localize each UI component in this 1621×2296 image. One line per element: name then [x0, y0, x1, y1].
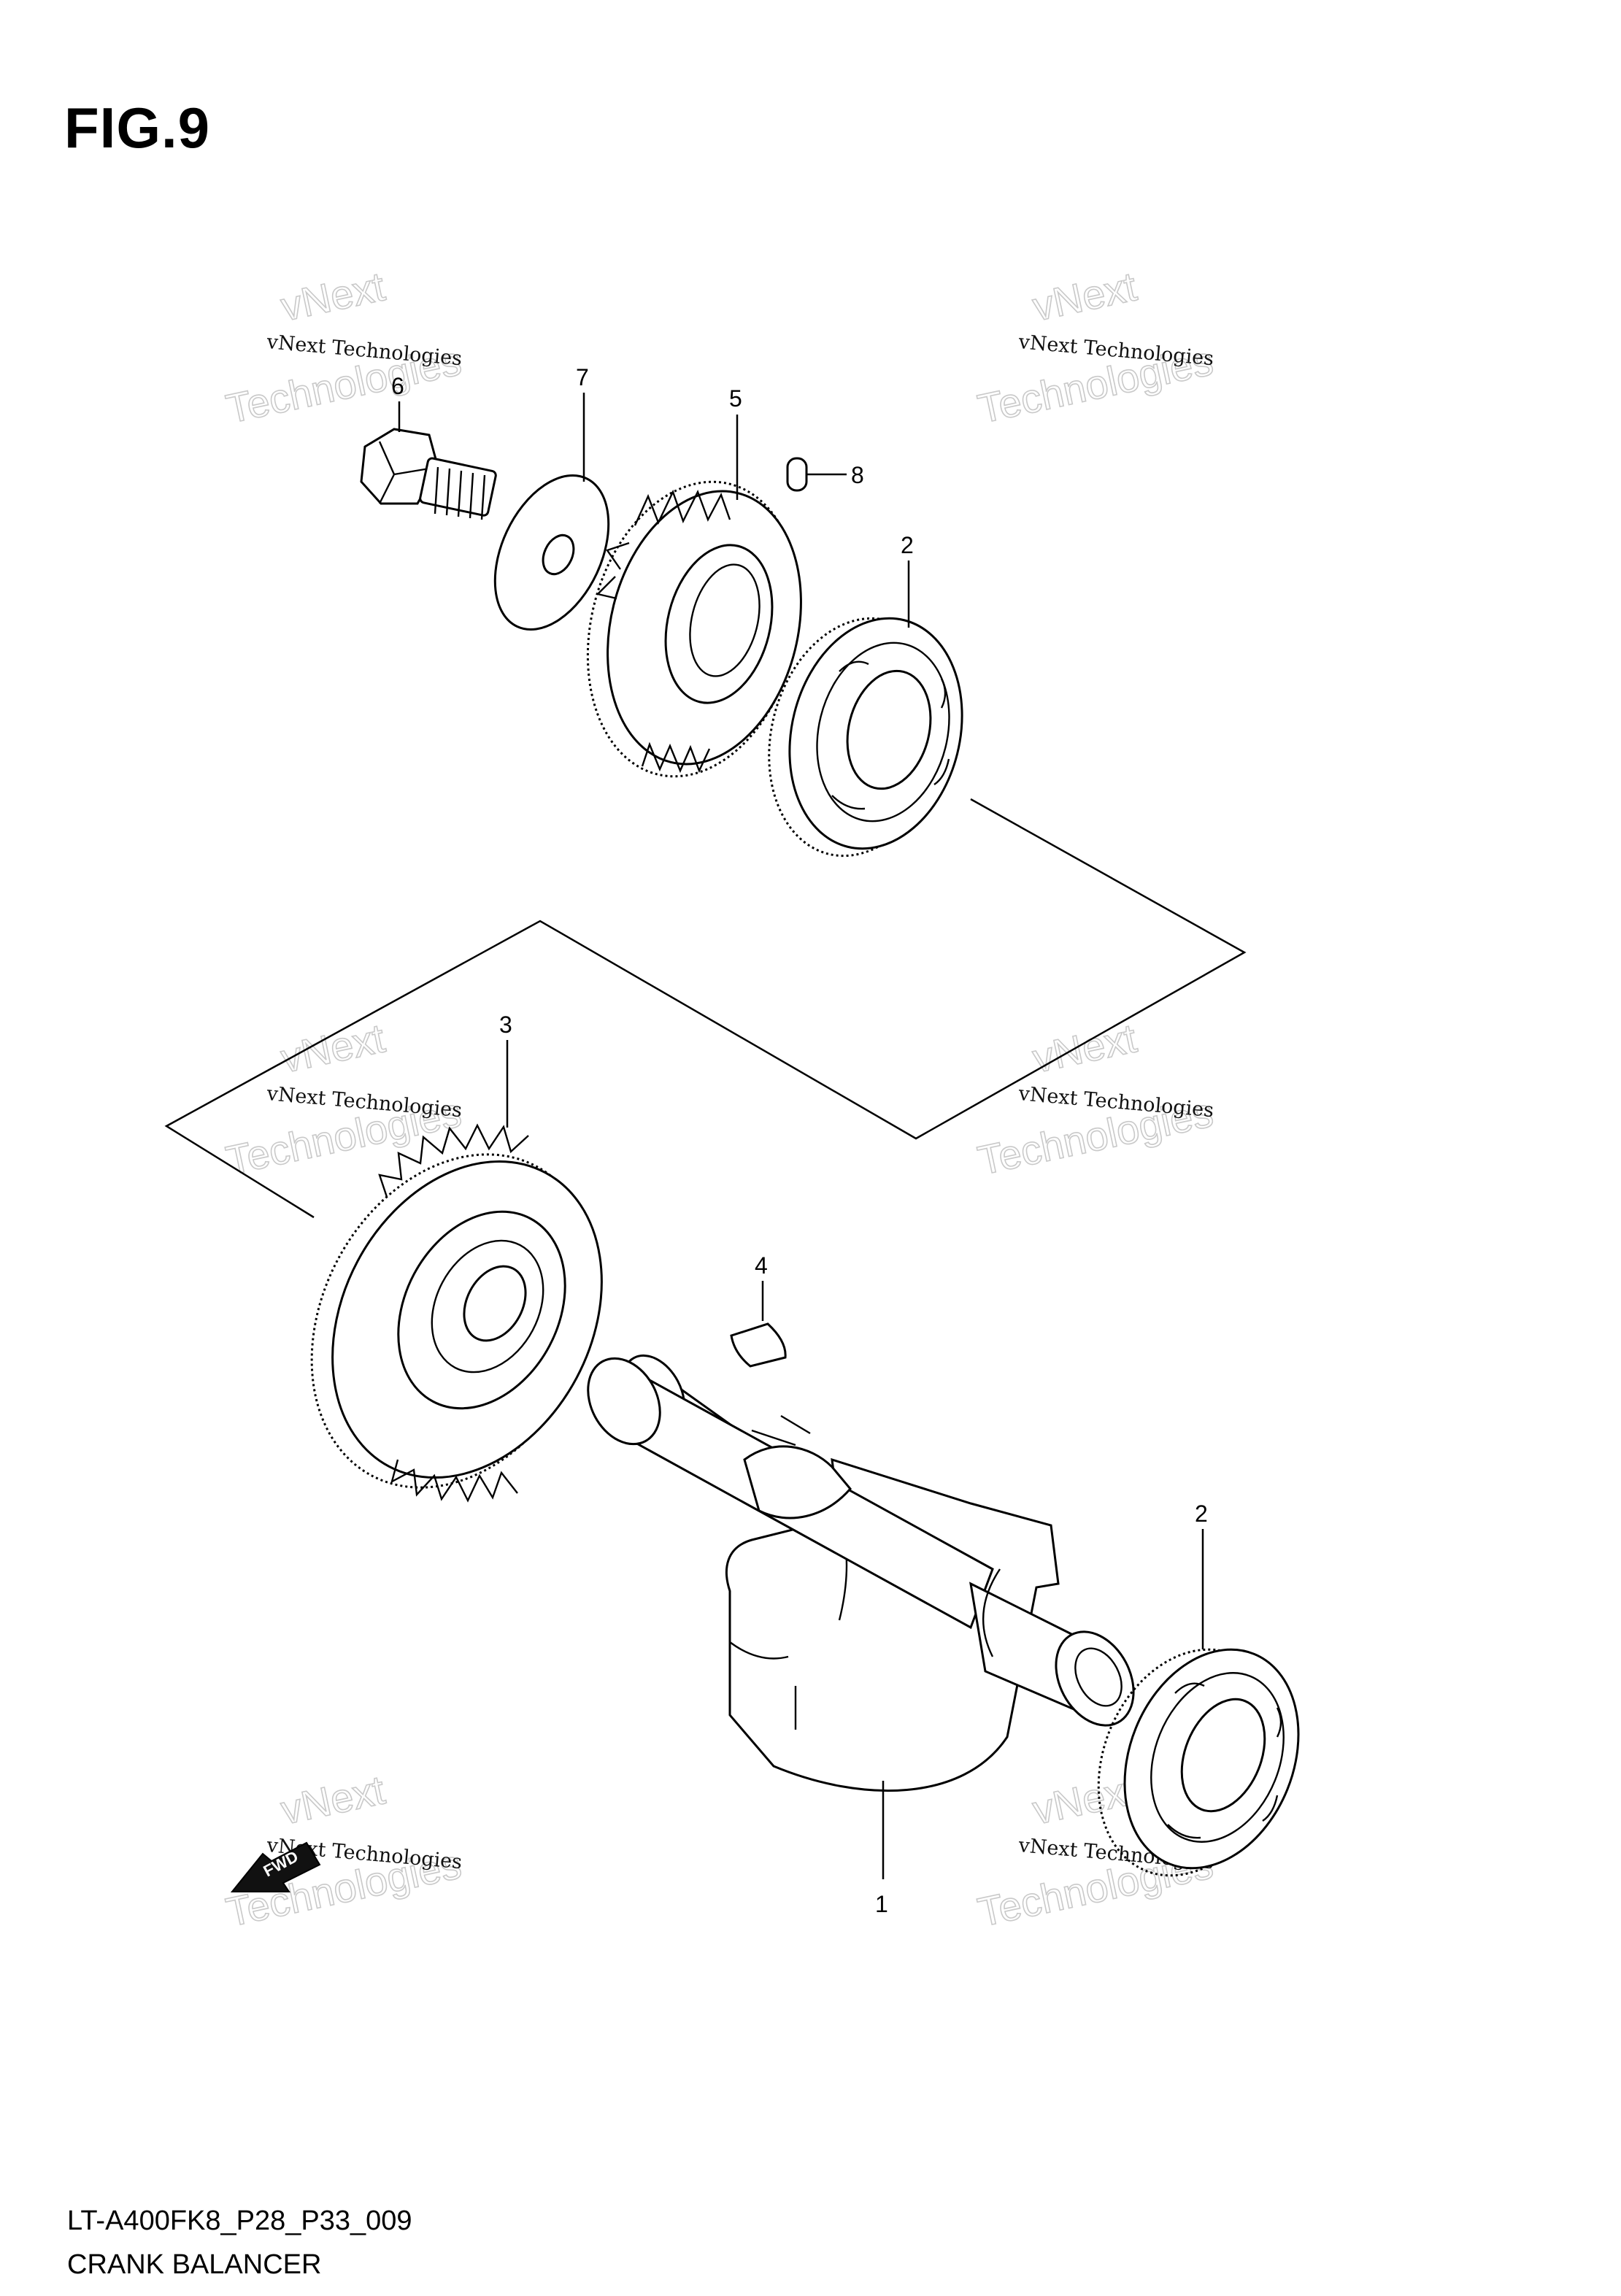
callout-7: 7 [576, 364, 589, 390]
watermark-mid-left: vNext Technologies vNext Technologies [222, 1014, 466, 1184]
part-7-washer [493, 474, 610, 631]
watermark-top-right: vNext Technologies vNext Technologies [974, 262, 1217, 432]
part-2-bearing-bottom [1097, 1648, 1300, 1877]
part-2-bearing-top [768, 617, 963, 858]
part-1-balancer-shaft [587, 1354, 1135, 1792]
watermark-mid-right: vNext Technologies vNext Technologies [974, 1014, 1217, 1184]
part-5-drive-gear [586, 480, 802, 778]
watermark-vnext: vNext [277, 1766, 389, 1833]
callout-1: 1 [875, 1891, 888, 1917]
watermark-vnext: vNext [1028, 1014, 1141, 1081]
watermark-bottom-left: vNext Technologies vNext Technologies [222, 1765, 466, 1935]
part-4-key [730, 1322, 787, 1368]
callout-4: 4 [755, 1252, 768, 1279]
part-6-bolt [360, 428, 497, 520]
callout-2-bottom: 2 [1195, 1501, 1208, 1527]
callout-5: 5 [729, 385, 742, 412]
callout-2-top: 2 [901, 532, 914, 558]
watermark-top-left: vNext Technologies vNext Technologies [222, 262, 466, 432]
callout-6: 6 [391, 373, 404, 399]
callout-3: 3 [499, 1012, 512, 1038]
drawing-name: CRANK BALANCER [67, 2249, 322, 2280]
callout-8: 8 [851, 462, 864, 488]
watermark-vnext: vNext [277, 263, 389, 329]
drawing-code: LT-A400FK8_P28_P33_009 [67, 2206, 412, 2236]
assembly-guide-line-upper [164, 798, 1247, 1219]
watermark-vnext: vNext [1028, 263, 1141, 329]
part-8-pin [786, 457, 808, 492]
part-3-driven-gear [310, 1123, 603, 1503]
watermark-vnext: vNext [277, 1014, 389, 1081]
figure-title: FIG.9 [64, 96, 211, 160]
